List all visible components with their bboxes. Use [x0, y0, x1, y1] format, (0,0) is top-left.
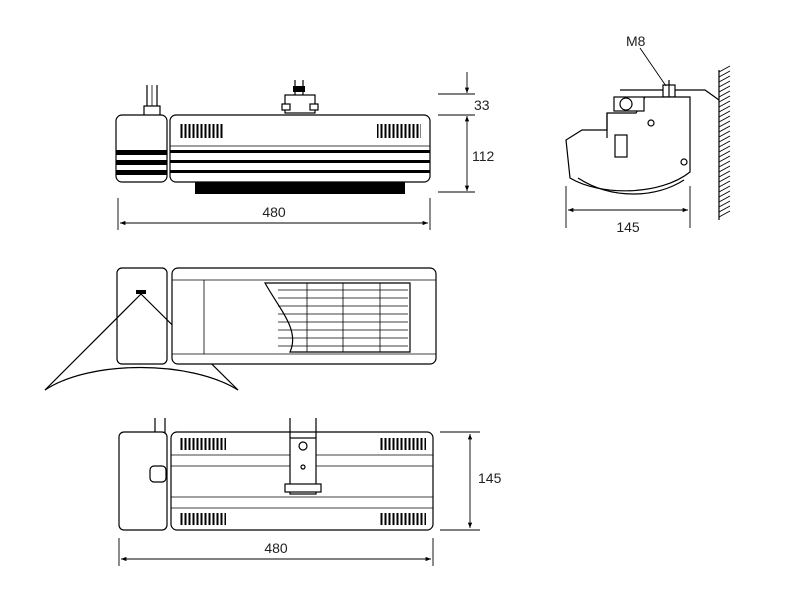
wall-hatch-line [718, 65, 731, 73]
wall-hatch-line [718, 90, 731, 98]
front-cable [143, 85, 161, 117]
front-top-label: 33 [474, 97, 490, 113]
wall-hatch-line [718, 150, 731, 158]
wall-hatch-line [718, 135, 731, 143]
side-view: M8 145 [565, 33, 731, 235]
side-wall [718, 65, 731, 220]
top-view: 145 480 [118, 418, 502, 566]
wall-hatch-line [718, 130, 731, 138]
wall-hatch-line [718, 100, 731, 108]
wall-hatch-line [718, 145, 731, 153]
front-height-dimension: 33 112 [438, 72, 495, 193]
front-left-housing [115, 114, 168, 183]
wall-hatch-line [718, 180, 731, 188]
wall-hatch-line [718, 165, 731, 173]
front-height-label: 112 [472, 148, 495, 164]
side-bracket: M8 [620, 33, 720, 102]
wall-hatch-line [718, 95, 731, 103]
wall-hatch-line [718, 195, 731, 203]
wall-hatch-line [718, 170, 731, 178]
wall-hatch-line [718, 85, 731, 93]
front-main-housing [169, 114, 431, 194]
wall-hatch-line [718, 190, 731, 198]
wall-hatch-line [718, 115, 731, 123]
wall-hatch-line [718, 110, 731, 118]
wall-hatch-line [718, 125, 731, 133]
top-depth-label: 145 [478, 470, 502, 486]
wall-hatch-line [718, 105, 731, 113]
wall-hatch-line [718, 160, 731, 168]
wall-hatch-line [718, 140, 731, 148]
wall-hatch-line [718, 185, 731, 193]
side-depth-label: 145 [616, 219, 640, 235]
wall-hatch-line [718, 200, 731, 208]
side-bolt-label: M8 [626, 33, 646, 49]
wall-hatch-line [718, 210, 731, 218]
front-width-dimension: 480 [117, 198, 431, 230]
grille-view [44, 267, 437, 391]
front-mount-bracket [281, 80, 319, 114]
wall-hatch-line [718, 70, 731, 78]
front-width-label: 480 [262, 204, 286, 220]
wall-hatch-line [718, 155, 731, 163]
wall-hatch-line [718, 75, 731, 83]
wall-hatch-line [718, 120, 731, 128]
side-depth-dimension: 145 [565, 186, 691, 235]
wall-hatch-line [718, 175, 731, 183]
side-housing [565, 96, 691, 195]
wall-hatch-line [718, 80, 731, 88]
top-width-label: 480 [264, 540, 288, 556]
front-view: 480 33 112 [115, 72, 495, 230]
wall-hatch-line [718, 205, 731, 213]
grille-lines [278, 283, 408, 352]
